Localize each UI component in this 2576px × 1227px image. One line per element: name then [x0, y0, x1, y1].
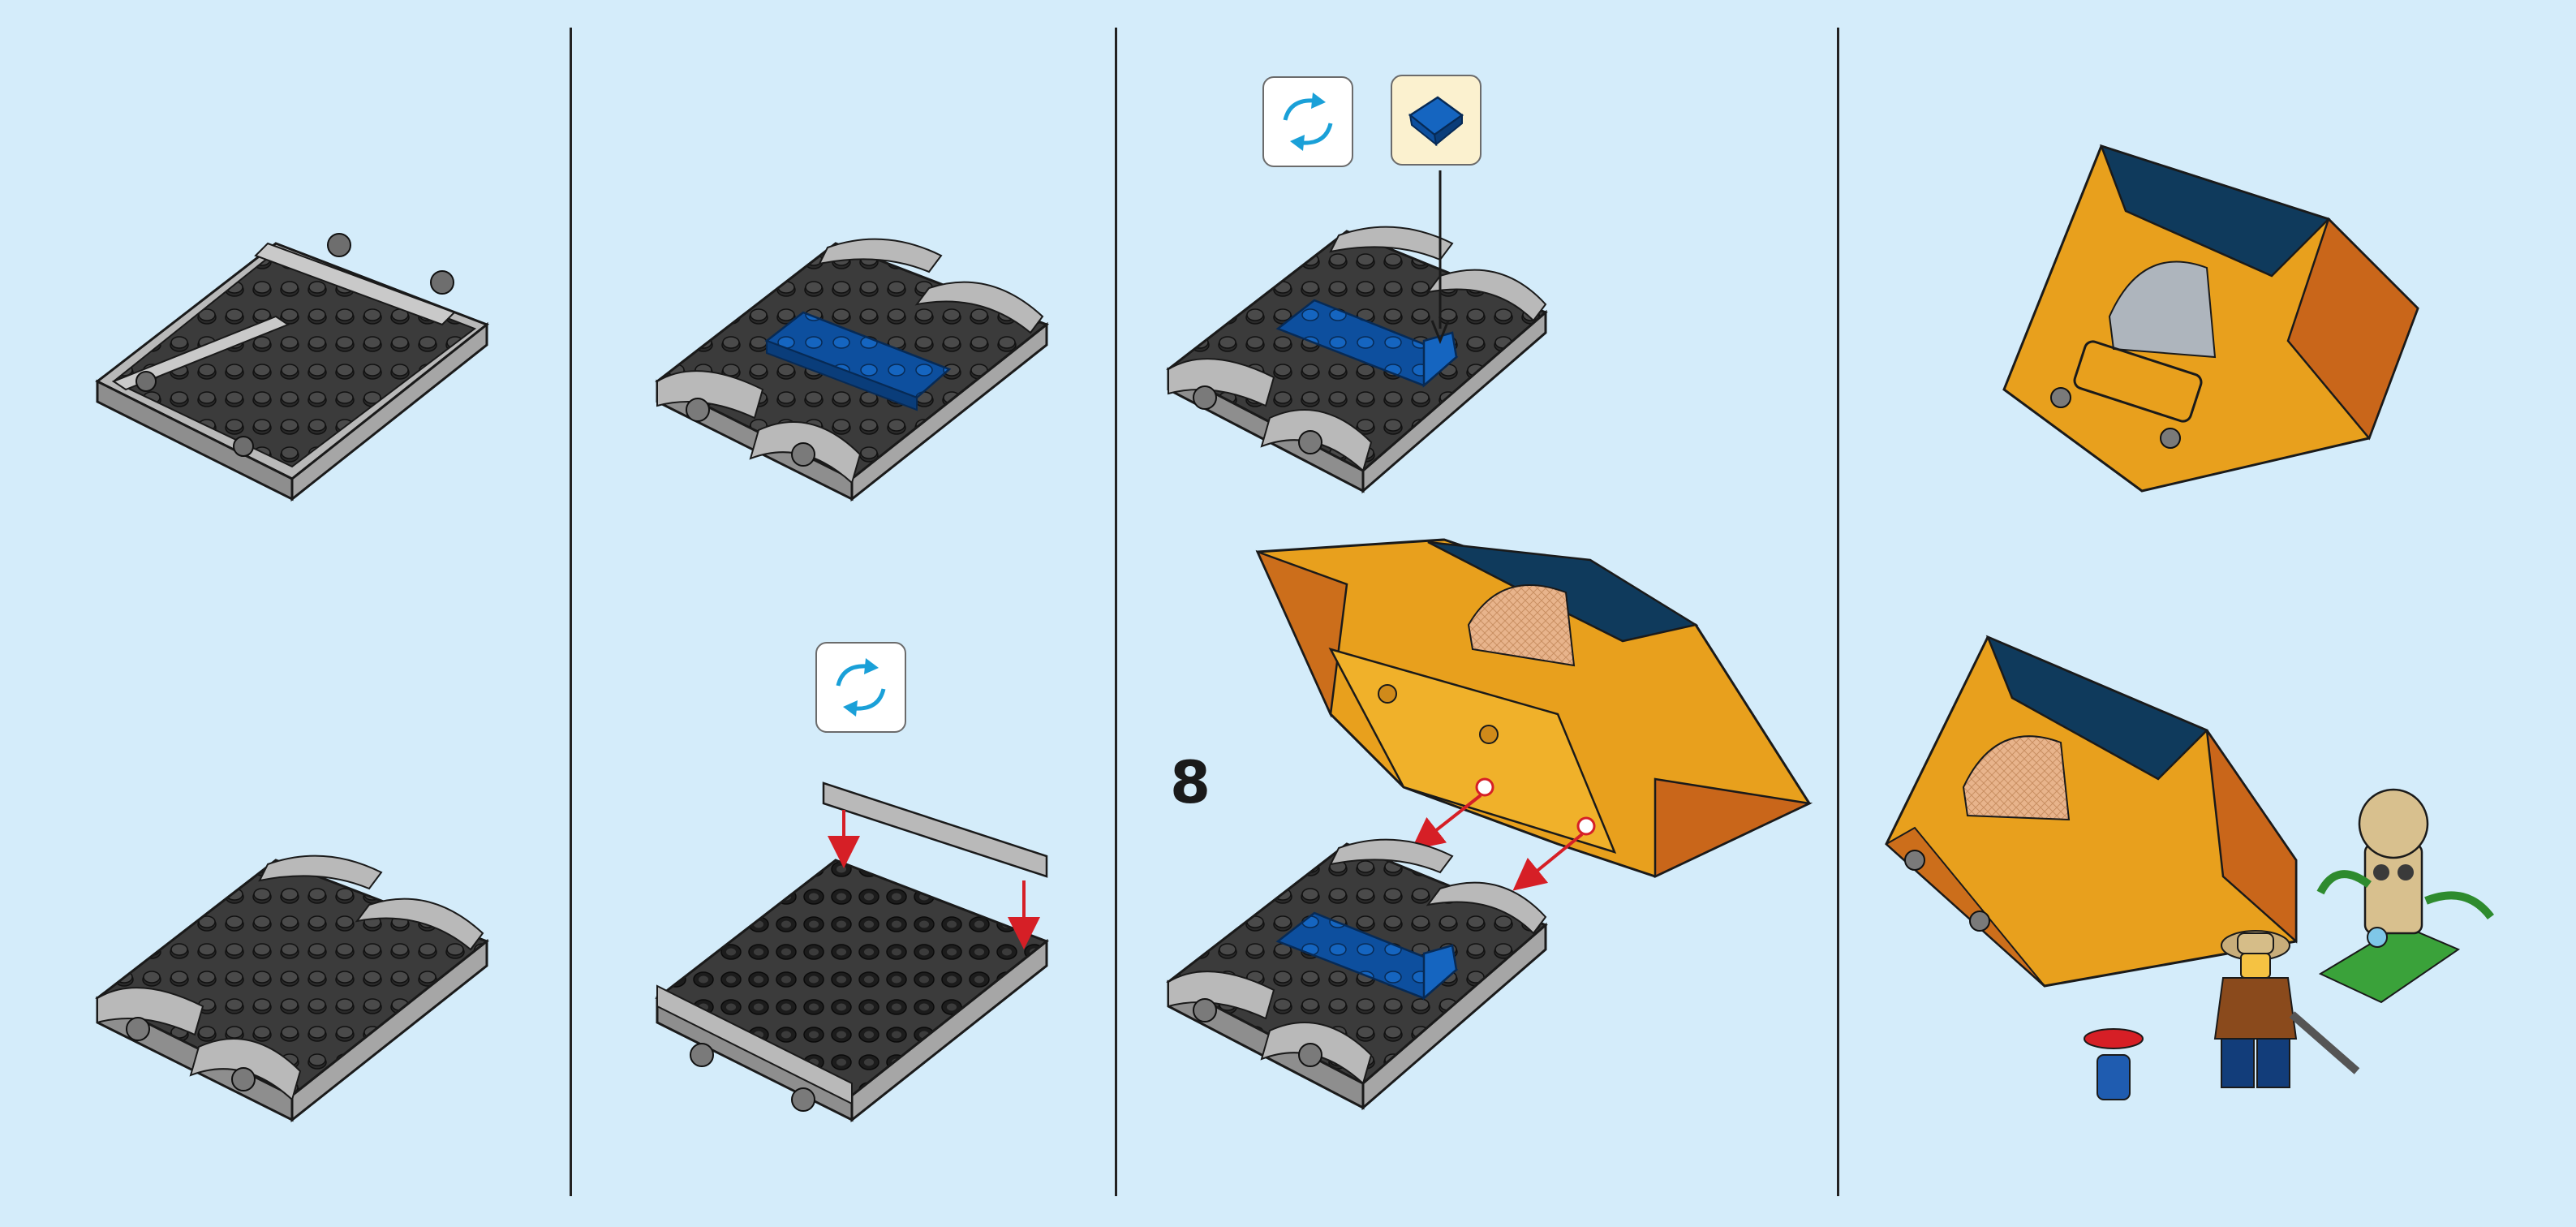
- rotate-model-icon: [1274, 88, 1342, 156]
- rotate-callout-top: [1262, 76, 1353, 167]
- underside-baseplate-with-bar: [657, 783, 1047, 1120]
- baseplate-with-tile: [1168, 170, 1546, 491]
- finished-tent-with-minifigure: [1886, 637, 2491, 1100]
- jungle-statue: [2320, 790, 2491, 1002]
- baseplate-under-tent: [1168, 840, 1546, 1108]
- step-number: 8: [1170, 753, 1211, 812]
- rotate-callout-middle: [815, 642, 906, 733]
- baseplate-assembly-top: [97, 234, 487, 499]
- baseplate-assembly-bottom: [97, 856, 487, 1120]
- baseplate-with-blue-plate: [657, 239, 1047, 499]
- part-callout: [1391, 75, 1482, 166]
- rotate-model-icon: [827, 653, 895, 721]
- tent-roof-attachment: [1258, 540, 1809, 880]
- pot-accessory: [2084, 1029, 2143, 1100]
- finished-tent-top: [2004, 146, 2418, 491]
- blue-slope-tile-icon: [1402, 86, 1470, 154]
- explorer-minifigure: [2215, 931, 2357, 1087]
